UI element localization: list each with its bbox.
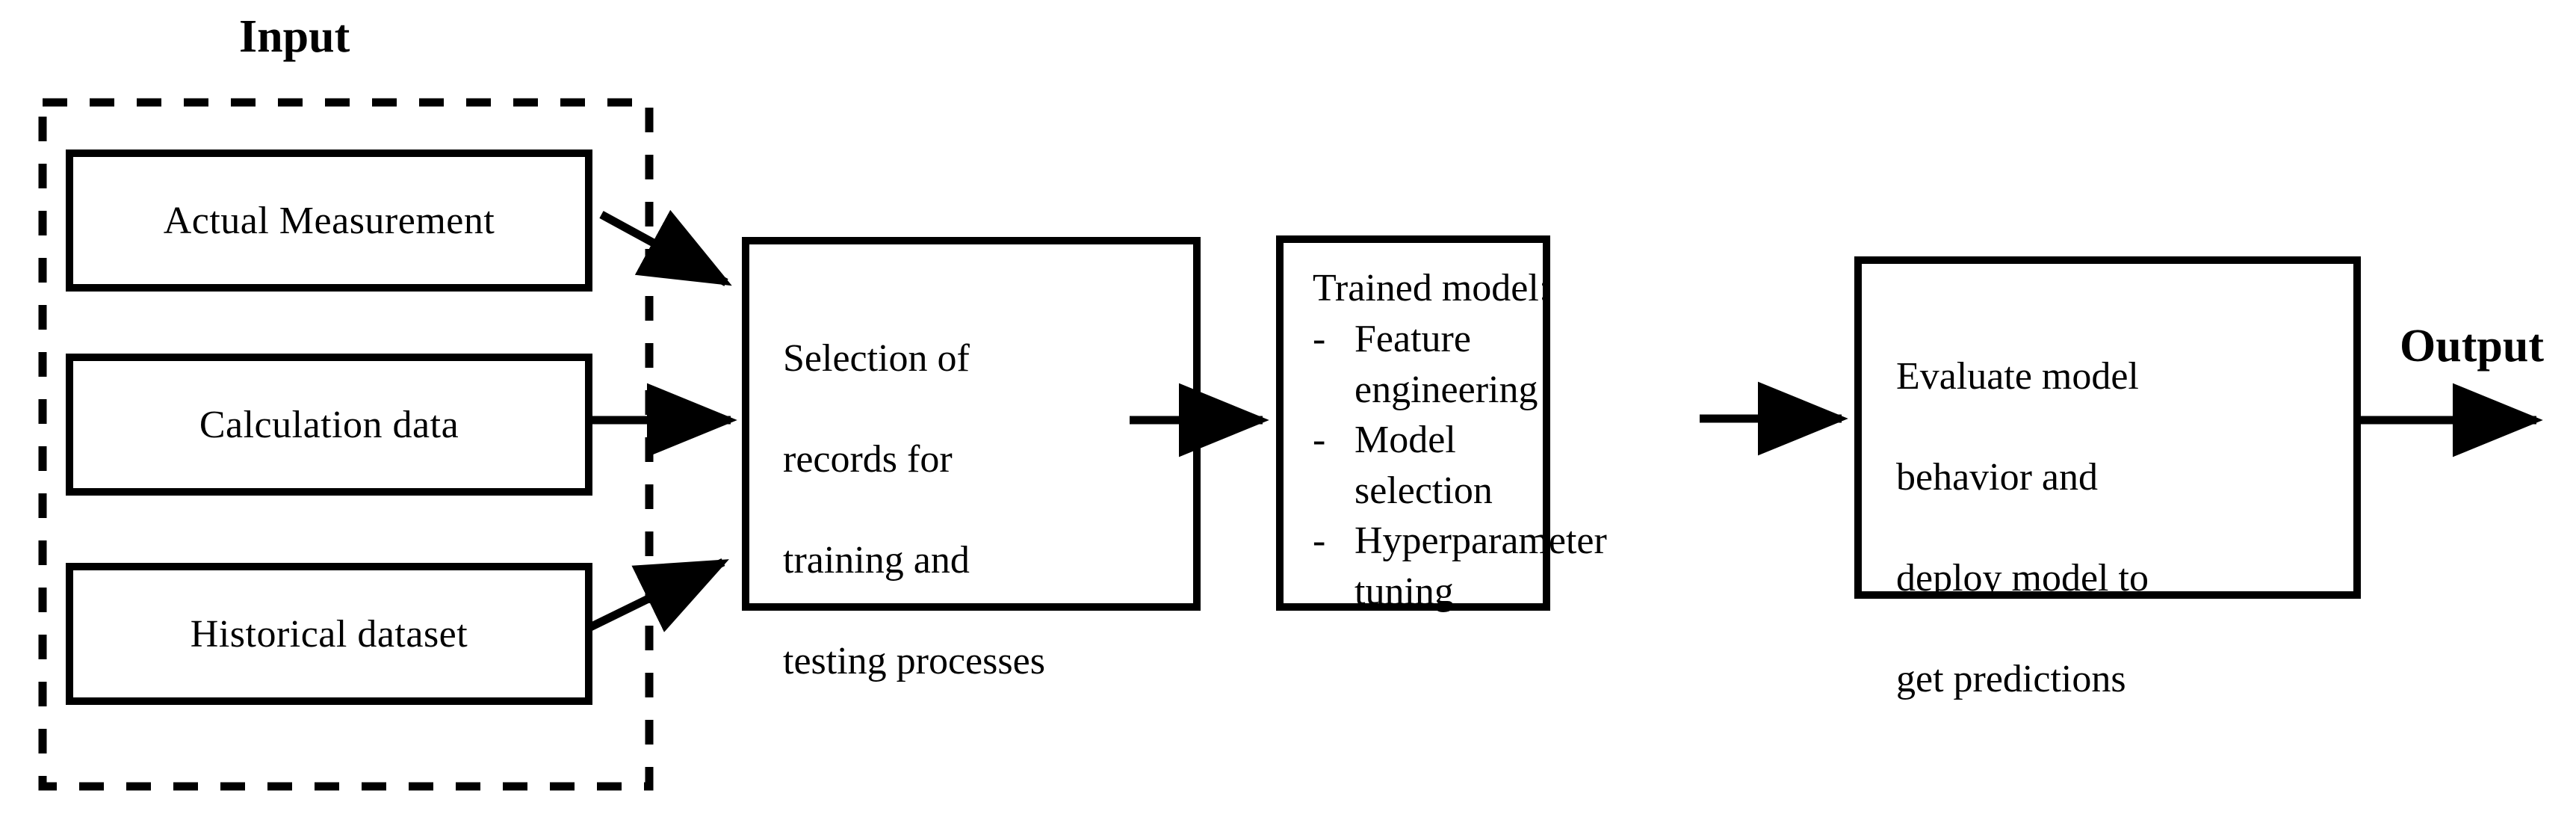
input-box-label-calculation-data: Calculation data xyxy=(199,403,459,446)
input-group-label: Input xyxy=(239,11,350,62)
bullet-dash-icon: - xyxy=(1313,520,1326,563)
connector-historical-dataset-to-selection xyxy=(586,558,729,632)
input-box-calculation-data[interactable] xyxy=(66,354,592,496)
bullet-item-model-selection: - Model selection xyxy=(1313,415,1559,516)
bullet-dash-icon: - xyxy=(1313,419,1326,462)
stage-text-evaluate-line-3: deploy model to xyxy=(1896,556,2149,599)
stage-text-selection-line-3: training and xyxy=(783,538,970,582)
stage-text-selection-line-2: records for xyxy=(783,437,953,481)
bullet-label-hyperparameter-tuning: Hyperparameter tuning xyxy=(1354,520,1607,613)
stage-box-evaluate[interactable] xyxy=(1854,256,2361,599)
stage-text-selection: Selection of records for training and te… xyxy=(783,283,1186,737)
input-box-label-actual-measurement: Actual Measurement xyxy=(163,199,495,242)
stage-text-evaluate-line-4: get predictions xyxy=(1896,658,2126,701)
bullet-item-hyperparameter-tuning: - Hyperparameter tuning xyxy=(1313,516,1607,617)
stage-text-selection-line-4: testing processes xyxy=(783,640,1045,683)
stage-box-selection[interactable] xyxy=(742,237,1201,611)
bullet-dash-icon: - xyxy=(1313,318,1326,360)
input-box-actual-measurement[interactable] xyxy=(66,150,592,292)
stage-box-trained-model[interactable] xyxy=(1276,235,1550,611)
bullet-item-feature-engineering: - Feature engineering xyxy=(1313,314,1559,415)
input-box-label-historical-dataset: Historical dataset xyxy=(190,612,468,656)
stage-text-selection-line-1: Selection of xyxy=(783,336,970,380)
stage-heading-trained-model: Trained model: xyxy=(1313,267,1550,309)
trained-model-bullet-list: - Feature engineering - Model selection … xyxy=(1313,314,1607,617)
output-label: Output xyxy=(2400,321,2544,372)
bullet-label-model-selection: Model selection xyxy=(1354,419,1493,512)
stage-text-evaluate-line-2: behavior and xyxy=(1896,455,2099,499)
stage-text-evaluate-line-1: Evaluate model xyxy=(1896,354,2139,398)
bullet-label-feature-engineering: Feature engineering xyxy=(1354,318,1538,411)
connector-actual-measurement-to-selection xyxy=(599,209,732,286)
input-box-historical-dataset[interactable] xyxy=(66,563,592,705)
stage-text-evaluate: Evaluate model behavior and deploy model… xyxy=(1896,300,2344,755)
